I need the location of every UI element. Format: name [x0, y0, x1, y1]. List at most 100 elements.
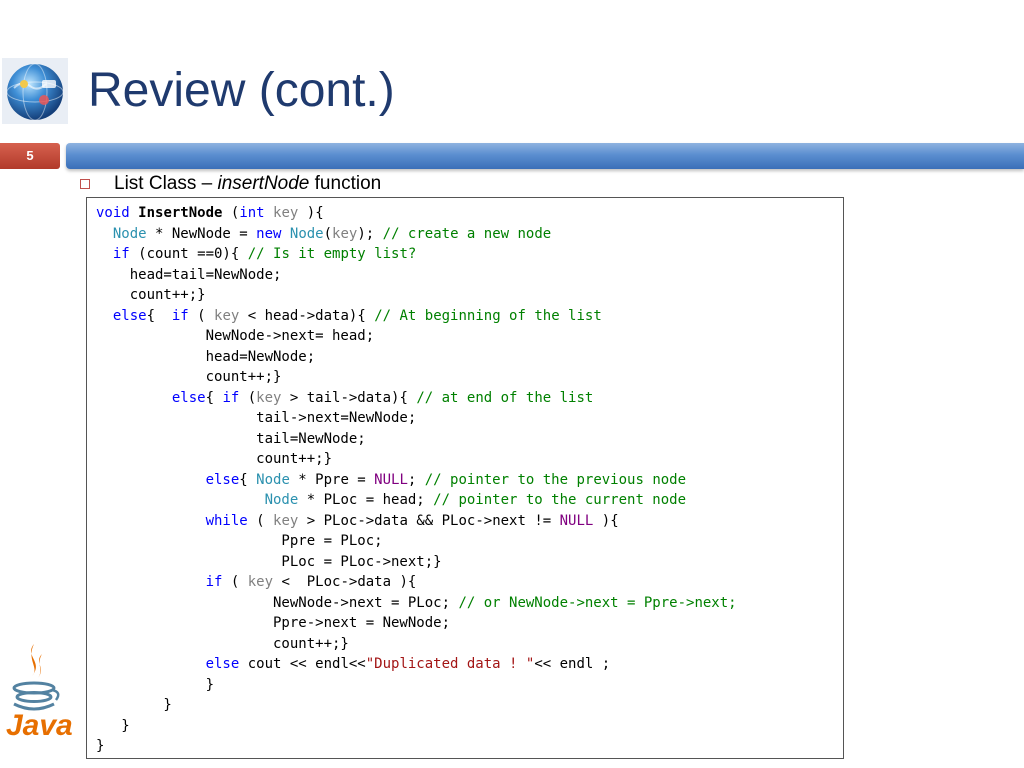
code-token: ); — [357, 225, 383, 242]
code-token: key — [332, 225, 358, 242]
code-token: key — [247, 574, 274, 590]
code-token: // Is it empty list? — [247, 246, 417, 262]
code-line: tail=NewNode; — [96, 429, 737, 450]
code-token: if — [171, 307, 189, 324]
code-line: while ( key > PLoc->data && PLoc->next !… — [96, 511, 737, 532]
code-token — [96, 656, 206, 672]
code-line: count++;} — [96, 634, 737, 655]
code-token: else — [205, 471, 240, 488]
code-token: Node — [264, 492, 299, 508]
code-token: if — [205, 574, 223, 590]
code-token: ( — [222, 205, 240, 221]
code-token: Ppre->next = NewNode; — [96, 615, 451, 631]
code-token: { — [205, 389, 223, 406]
code-line: count++;} — [96, 449, 737, 470]
code-token: key — [273, 205, 299, 221]
slide-title: Review (cont.) — [88, 64, 395, 117]
code-token: { — [239, 471, 257, 488]
code-token: { — [146, 307, 172, 324]
code-token: count++;} — [96, 369, 282, 385]
code-line: if ( key < PLoc->data ){ — [96, 572, 737, 593]
code-token: count++;} — [96, 451, 333, 467]
code-token: * PLoc = head; — [298, 492, 434, 508]
code-box: void InsertNode (int key ){ Node * NewNo… — [86, 197, 844, 759]
code-line: } — [96, 736, 737, 757]
code-line: else{ Node * Ppre = NULL; // pointer to … — [96, 470, 737, 491]
code-token: Node — [112, 225, 147, 242]
code-token: key — [273, 512, 299, 529]
code-token: // at end of the list — [416, 389, 594, 406]
code-token: head=NewNode; — [96, 348, 316, 365]
code-token — [96, 472, 206, 488]
code-token: NULL — [374, 471, 408, 488]
code-line: NewNode->next = PLoc; // or NewNode->nex… — [96, 593, 737, 614]
code-token: else — [171, 389, 206, 406]
bullet-prefix: List Class – — [114, 173, 218, 194]
code-line: NewNode->next= head; — [96, 326, 737, 347]
code-token: // or NewNode->next = Ppre->next; — [458, 594, 737, 611]
code-line: else{ if ( key < head->data){ // At begi… — [96, 306, 737, 327]
code-token: InsertNode — [138, 205, 223, 221]
code-token: > tail->data){ — [281, 389, 417, 406]
code-token: // pointer to the current node — [433, 492, 687, 508]
bullet-suffix: function — [309, 173, 382, 194]
code-line: count++;} — [96, 285, 737, 306]
code-token — [96, 226, 113, 242]
java-logo-text: Java — [6, 709, 73, 742]
code-token: NewNode->next= head; — [96, 328, 375, 344]
code-token: if — [222, 389, 240, 406]
code-token — [96, 574, 206, 590]
code-token: while — [205, 512, 248, 529]
code-token: NewNode->next = PLoc; — [96, 594, 459, 611]
code-token: < head->data){ — [239, 307, 375, 324]
code-token — [281, 226, 289, 242]
code-token: NULL — [559, 512, 594, 529]
code-token — [96, 492, 265, 508]
code-token: tail->next=NewNode; — [96, 410, 417, 426]
code-line: tail->next=NewNode; — [96, 408, 737, 429]
java-logo-icon — [12, 644, 60, 711]
code-token: // create a new node — [382, 225, 552, 242]
code-token — [265, 205, 273, 221]
code-line: else{ if (key > tail->data){ // at end o… — [96, 388, 737, 409]
code-line: Ppre = PLoc; — [96, 531, 737, 552]
code-token: int — [239, 205, 265, 221]
code-token: else — [205, 656, 240, 672]
code-token — [96, 308, 113, 324]
code-line: count++;} — [96, 367, 737, 388]
code-line: } — [96, 716, 737, 737]
code-token: count++;} — [96, 635, 349, 652]
code-token: Node — [256, 471, 290, 488]
code-line: } — [96, 695, 737, 716]
code-token: // At beginning of the list — [374, 307, 602, 324]
code-token: ( — [222, 574, 248, 590]
code-token: if — [112, 246, 130, 262]
code-token: } — [96, 676, 215, 693]
code-token: < PLoc->data ){ — [273, 574, 417, 590]
code-line: else cout << endl<<"Duplicated data ! "<… — [96, 654, 737, 675]
code-token: head=tail=NewNode; — [96, 266, 282, 283]
slide-number: 5 — [26, 148, 34, 163]
code-token: ( — [239, 389, 257, 406]
globe-logo-icon — [2, 58, 68, 124]
code-token: ){ — [298, 205, 324, 221]
code-token: } — [96, 738, 105, 754]
code-token: ; — [407, 471, 425, 488]
bullet-italic: insertNode — [217, 173, 310, 194]
code-line: PLoc = PLoc->next;} — [96, 552, 737, 573]
code-line: if (count ==0){ // Is it empty list? — [96, 244, 737, 265]
bullet-square-icon — [80, 179, 90, 189]
slide-number-badge — [0, 143, 60, 169]
code-token — [130, 205, 138, 221]
code-token: Ppre = PLoc; — [96, 533, 383, 549]
code-token: > PLoc->data && PLoc->next != — [298, 512, 560, 529]
code-token: (count ==0){ — [129, 246, 248, 262]
code-token: * NewNode = — [146, 225, 257, 242]
code-line: Node * PLoc = head; // pointer to the cu… — [96, 490, 737, 511]
code-token — [96, 390, 172, 406]
bullet-text: List Class – insertNode function — [114, 172, 381, 196]
code-token: ){ — [593, 512, 619, 529]
code-token: ( — [323, 225, 333, 242]
code-token: Node — [289, 225, 324, 242]
code-token: key — [214, 307, 240, 324]
